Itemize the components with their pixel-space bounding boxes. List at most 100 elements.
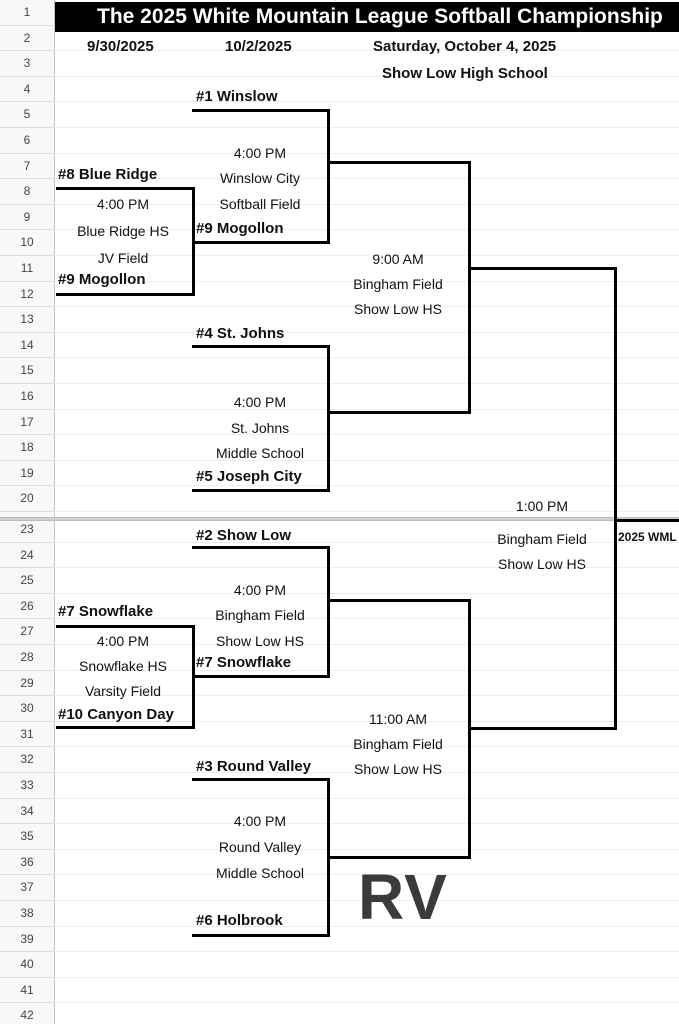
row-number[interactable]: 10 (0, 230, 54, 256)
game3-top-team[interactable]: #4 St. Johns (196, 325, 285, 342)
game5-top-team[interactable]: #2 Show Low (196, 527, 292, 544)
row-number[interactable]: 16 (0, 384, 54, 410)
game3-location-1[interactable]: St. Johns (230, 420, 290, 436)
game6-location-2[interactable]: Middle School (216, 865, 304, 881)
row-number[interactable]: 32 (0, 747, 54, 773)
row-number[interactable]: 15 (0, 358, 54, 384)
row-number[interactable]: 36 (0, 850, 54, 876)
row-number[interactable]: 29 (0, 671, 54, 697)
final-location-1[interactable]: Bingham Field (497, 531, 587, 547)
semi2-location-1[interactable]: Bingham Field (353, 736, 443, 752)
grid-line (54, 101, 679, 103)
row-number[interactable]: 6 (0, 128, 54, 154)
bracket-title[interactable]: The 2025 White Mountain League Softball … (55, 2, 679, 32)
game1-top-team[interactable]: #8 Blue Ridge (58, 166, 158, 183)
row-number[interactable]: 35 (0, 824, 54, 850)
row-number[interactable]: 7 (0, 154, 54, 180)
row-number[interactable]: 1 (0, 0, 54, 26)
row-number[interactable]: 39 (0, 927, 54, 953)
semi1-time[interactable]: 9:00 AM (372, 251, 424, 267)
game4-location-2[interactable]: Varsity Field (85, 683, 161, 699)
grid-line (54, 669, 679, 671)
game5-time[interactable]: 4:00 PM (233, 582, 287, 598)
row-number[interactable]: 25 (0, 568, 54, 594)
game3-time[interactable]: 4:00 PM (233, 394, 287, 410)
round2-date[interactable]: 10/2/2025 (225, 38, 292, 55)
grid-line (54, 874, 679, 876)
row-number[interactable]: 28 (0, 645, 54, 671)
game4-location-1[interactable]: Snowflake HS (79, 658, 167, 674)
bracket-line (327, 599, 471, 602)
semi2-time[interactable]: 11:00 AM (368, 711, 428, 727)
game1-bottom-team[interactable]: #9 Mogollon (58, 271, 146, 288)
semi1-location-1[interactable]: Bingham Field (353, 276, 443, 292)
row-number[interactable]: 3 (0, 51, 54, 77)
row-number[interactable]: 27 (0, 619, 54, 645)
row-number[interactable]: 38 (0, 901, 54, 927)
game3-bottom-team[interactable]: #5 Joseph City (196, 468, 302, 485)
game6-location-1[interactable]: Round Valley (218, 839, 302, 855)
row-number[interactable]: 42 (0, 1003, 54, 1024)
finals-date[interactable]: Saturday, October 4, 2025 (373, 38, 557, 55)
row-number[interactable]: 8 (0, 179, 54, 205)
game2-top-team[interactable]: #1 Winslow (196, 88, 278, 105)
row-number[interactable]: 5 (0, 102, 54, 128)
game4-top-team[interactable]: #7 Snowflake (58, 603, 154, 620)
row-number[interactable]: 4 (0, 77, 54, 103)
bracket-line (56, 625, 195, 628)
row-number[interactable]: 18 (0, 435, 54, 461)
game1-location-2[interactable]: JV Field (97, 250, 149, 266)
row-number[interactable]: 40 (0, 952, 54, 978)
row-number[interactable]: 2 (0, 26, 54, 52)
final-time[interactable]: 1:00 PM (515, 498, 569, 514)
game3-location-2[interactable]: Middle School (216, 445, 304, 461)
bracket-line (192, 489, 330, 492)
row-number[interactable]: 24 (0, 543, 54, 569)
finals-venue[interactable]: Show Low High School (382, 65, 548, 82)
row-number[interactable]: 17 (0, 410, 54, 436)
grid-line (54, 823, 679, 825)
game6-top-team[interactable]: #3 Round Valley (196, 758, 312, 775)
game6-bottom-team[interactable]: #6 Holbrook (196, 912, 283, 929)
row-number[interactable]: 14 (0, 333, 54, 359)
row-number[interactable]: 41 (0, 978, 54, 1004)
row-number[interactable]: 30 (0, 696, 54, 722)
final-location-2[interactable]: Show Low HS (498, 556, 586, 572)
row-number[interactable]: 37 (0, 875, 54, 901)
row-number[interactable]: 20 (0, 486, 54, 512)
semi1-location-2[interactable]: Show Low HS (354, 301, 442, 317)
row-number[interactable]: 31 (0, 722, 54, 748)
game4-time[interactable]: 4:00 PM (96, 633, 150, 649)
game2-time[interactable]: 4:00 PM (233, 145, 287, 161)
row-number[interactable]: 11 (0, 256, 54, 282)
rv-logo: RV (358, 861, 448, 933)
row-number[interactable]: 13 (0, 307, 54, 333)
round1-date[interactable]: 9/30/2025 (87, 38, 154, 55)
game2-bottom-team[interactable]: #9 Mogollon (196, 220, 284, 237)
grid-line (54, 408, 679, 410)
row-number[interactable]: 33 (0, 773, 54, 799)
game1-location-1[interactable]: Blue Ridge HS (77, 223, 169, 239)
row-number[interactable]: 23 (0, 517, 54, 543)
game1-time[interactable]: 4:00 PM (96, 196, 150, 212)
game5-location-2[interactable]: Show Low HS (216, 633, 304, 649)
bracket-line (192, 934, 330, 937)
semi2-location-2[interactable]: Show Low HS (354, 761, 442, 777)
bracket-line (192, 546, 330, 549)
game5-bottom-team[interactable]: #7 Snowflake (196, 654, 292, 671)
game6-time[interactable]: 4:00 PM (233, 813, 287, 829)
grid-line (54, 127, 679, 128)
row-number[interactable]: 9 (0, 205, 54, 231)
bracket-line (468, 267, 617, 270)
row-number[interactable]: 26 (0, 594, 54, 620)
row-number[interactable]: 12 (0, 282, 54, 308)
game5-location-1[interactable]: Bingham Field (215, 607, 305, 623)
champion-label[interactable]: 2025 WML (618, 530, 677, 544)
frozen-row-divider[interactable] (0, 517, 679, 521)
row-number[interactable]: 19 (0, 461, 54, 487)
game2-location-1[interactable]: Winslow City (219, 170, 301, 186)
row-number[interactable]: 34 (0, 799, 54, 825)
game4-bottom-team[interactable]: #10 Canyon Day (58, 706, 174, 723)
game2-location-2[interactable]: Softball Field (219, 196, 301, 212)
